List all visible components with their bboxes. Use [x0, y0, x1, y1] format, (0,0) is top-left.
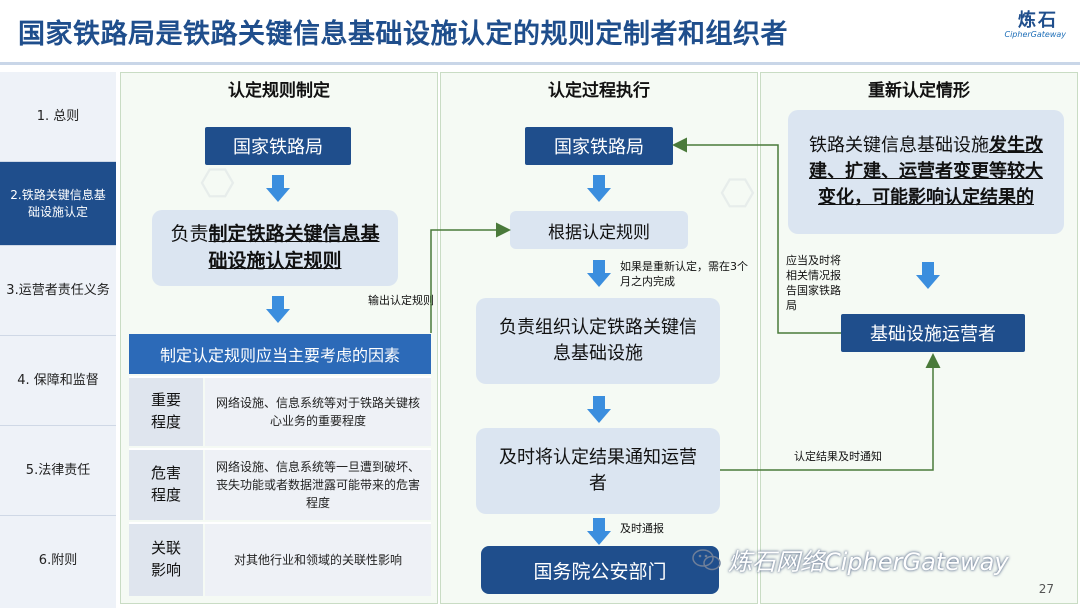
redo-note: 如果是重新认定，需在3个月之内完成 — [620, 260, 748, 288]
output-rule-label: 输出认定规则 — [368, 294, 434, 307]
col2-step3-box: 及时将认定结果通知运营者 — [476, 428, 720, 514]
duty-prefix: 负责 — [170, 223, 209, 246]
report-note: 及时通报 — [620, 522, 664, 535]
public-security-box: 国务院公安部门 — [481, 546, 719, 594]
factor-key: 关联影响 — [129, 524, 203, 596]
factor-key: 危害程度 — [129, 450, 203, 520]
condition-text: 铁路关键信息基础设施 — [809, 134, 989, 156]
col1-authority-box: 国家铁路局 — [205, 127, 351, 165]
notify-note: 认定结果及时通知 — [794, 450, 882, 463]
sidebar-item-label: 4. 保障和监督 — [17, 372, 99, 388]
col2-step1-box: 根据认定规则 — [510, 211, 688, 249]
sidebar-item-guarantee[interactable]: 4. 保障和监督 — [0, 336, 116, 426]
arrow-down-icon — [916, 262, 940, 290]
logo-subtitle: CipherGateway — [1004, 30, 1066, 39]
factor-value: 网络设施、信息系统等一旦遭到破坏、丧失功能或者数据泄露可能带来的危害程度 — [205, 450, 431, 520]
condition-emphasis: 发生改建、扩建、运营者变更等较大变化，可能影响认定结果的 — [809, 134, 1043, 209]
sidebar-item-general[interactable]: 1. 总则 — [0, 72, 116, 162]
sidebar-item-cii-identification[interactable]: 2.铁路关键信息基础设施认定 — [0, 162, 116, 246]
notify-connector — [720, 353, 941, 471]
factor-value: 对其他行业和领域的关联性影响 — [205, 524, 431, 596]
table-row: 危害程度 网络设施、信息系统等一旦遭到破坏、丧失功能或者数据泄露可能带来的危害程… — [129, 448, 431, 520]
sidebar-item-label: 3.运营者责任义务 — [6, 282, 110, 298]
sidebar-item-operator-duties[interactable]: 3.运营者责任义务 — [0, 246, 116, 336]
col2-step2-box: 负责组织认定铁路关键信息基础设施 — [476, 298, 720, 384]
page-number: 27 — [1038, 582, 1054, 596]
arrow-down-icon — [587, 518, 611, 546]
factor-value: 网络设施、信息系统等对于铁路关键核心业务的重要程度 — [205, 378, 431, 446]
col3-condition-box: 铁路关键信息基础设施发生改建、扩建、运营者变更等较大变化，可能影响认定结果的 — [788, 110, 1064, 234]
watermark-caption: 炼石网络CipherGateway — [692, 542, 1009, 577]
page-title: 国家铁路局是铁路关键信息基础设施认定的规则定制者和组织者 — [18, 19, 788, 50]
duty-text: 制定铁路关键信息基础设施认定规则 — [208, 223, 380, 272]
col2-heading: 认定过程执行 — [548, 81, 650, 101]
sidebar: 1. 总则 2.铁路关键信息基础设施认定 3.运营者责任义务 4. 保障和监督 … — [0, 72, 116, 608]
logo: 炼石 — [1018, 10, 1058, 31]
col1-heading: 认定规则制定 — [228, 81, 330, 101]
sidebar-item-legal[interactable]: 5.法律责任 — [0, 426, 116, 516]
operator-report-connector — [672, 137, 841, 334]
sidebar-item-label: 6.附则 — [38, 553, 78, 569]
table-row: 关联影响 对其他行业和领域的关联性影响 — [129, 522, 431, 596]
col1-duty-box: 负责制定铁路关键信息基础设施认定规则 — [152, 210, 398, 286]
title-divider — [0, 62, 1080, 65]
factor-key: 重要程度 — [129, 378, 203, 446]
col3-heading: 重新认定情形 — [868, 81, 970, 101]
sidebar-item-appendix[interactable]: 6.附则 — [0, 516, 116, 606]
arrow-down-icon — [587, 175, 611, 203]
sidebar-item-label: 1. 总则 — [36, 108, 80, 124]
sidebar-item-label: 5.法律责任 — [25, 462, 91, 478]
output-rule-connector — [430, 222, 511, 333]
arrow-down-icon — [266, 175, 290, 203]
report-instruction: 应当及时将相关情况报告国家铁路局 — [786, 254, 841, 312]
wechat-icon — [692, 548, 721, 570]
arrow-down-icon — [266, 296, 290, 324]
table-row: 重要程度 网络设施、信息系统等对于铁路关键核心业务的重要程度 — [129, 376, 431, 446]
arrow-down-icon — [587, 396, 611, 424]
col2-authority-box: 国家铁路局 — [525, 127, 673, 165]
factors-header: 制定认定规则应当主要考虑的因素 — [129, 334, 431, 374]
arrow-down-icon — [587, 260, 611, 288]
watermark-text: 炼石网络CipherGateway — [728, 548, 1009, 576]
sidebar-item-label: 2.铁路关键信息基础设施认定 — [10, 188, 106, 219]
operator-box: 基础设施运营者 — [841, 314, 1025, 352]
